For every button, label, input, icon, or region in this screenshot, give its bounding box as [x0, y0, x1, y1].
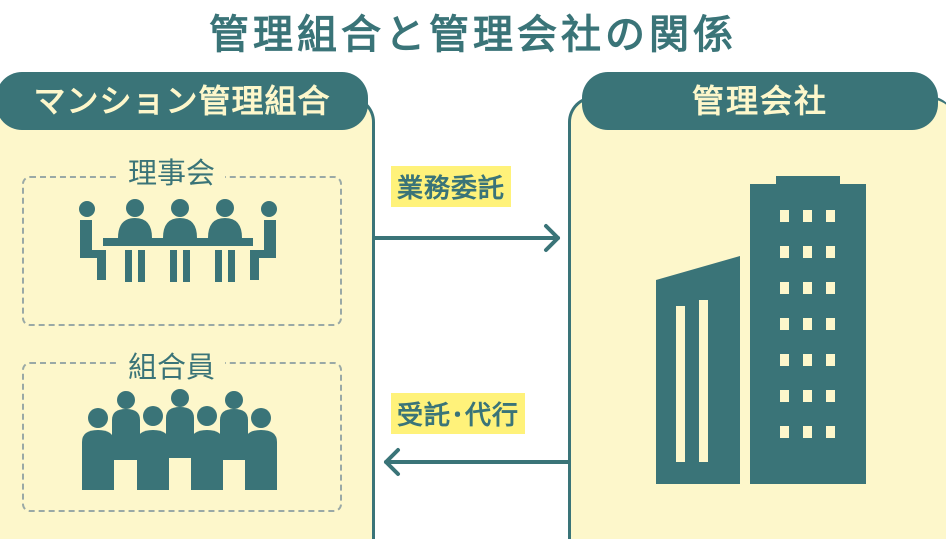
- outsourcing-label: 業務委託: [391, 166, 512, 207]
- members-label: 組合員: [118, 344, 226, 386]
- members-crowd-icon: [82, 389, 277, 490]
- service-label: 受託･代行: [391, 393, 526, 434]
- page-title: 管理組合と管理会社の関係: [209, 12, 737, 58]
- outsourcing-arrow: [372, 224, 560, 252]
- board-label: 理事会: [118, 150, 226, 192]
- service-arrow: [384, 448, 570, 476]
- board-meeting-icon: [79, 199, 277, 282]
- building-windows: [780, 210, 835, 438]
- management-company-header: 管理会社: [582, 72, 938, 130]
- management-association-header: マンション管理組合: [0, 72, 368, 130]
